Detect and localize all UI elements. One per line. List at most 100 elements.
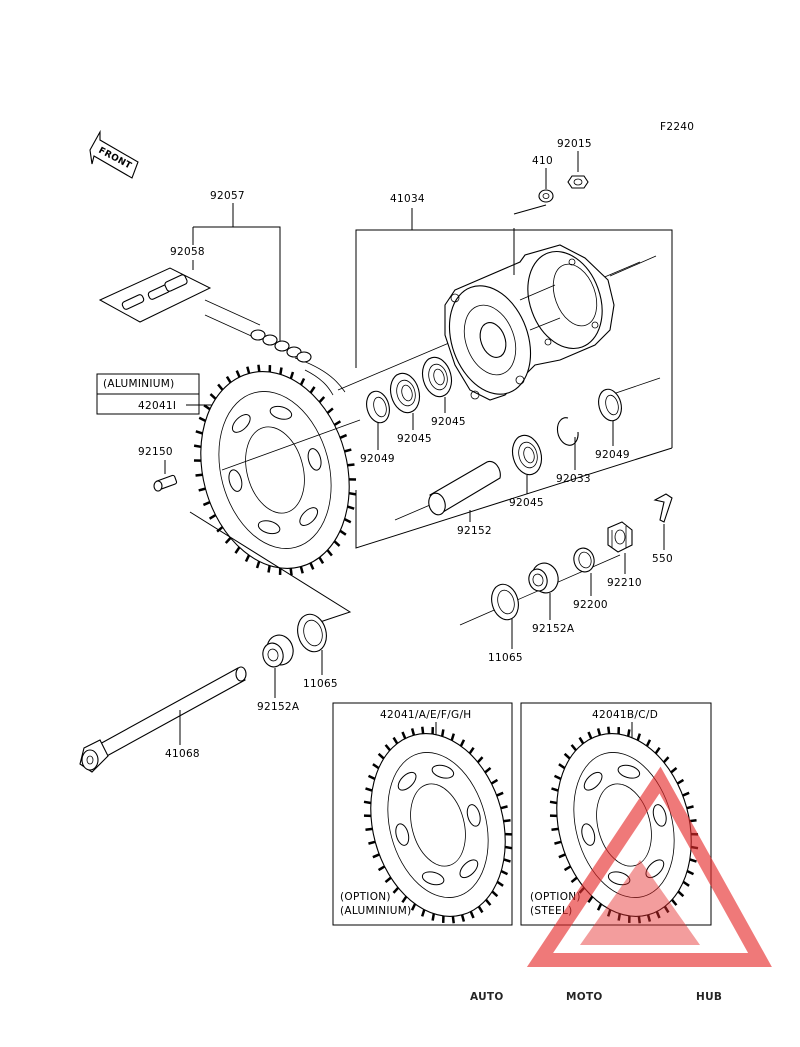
sprocket-tooth bbox=[365, 827, 373, 831]
watermark-moto: MOTO bbox=[566, 991, 603, 1003]
sprocket-hole bbox=[645, 859, 665, 879]
sprocket-hole bbox=[607, 871, 631, 886]
washer-92200 bbox=[573, 547, 595, 573]
sprocket-tooth bbox=[339, 433, 348, 439]
watermark-auto: AUTO bbox=[470, 991, 504, 1003]
sprocket-tooth bbox=[485, 898, 492, 906]
washer-410 bbox=[538, 189, 554, 203]
sprocket-tooth bbox=[459, 739, 466, 747]
seal-92049-right bbox=[598, 388, 622, 422]
option-aluminium-part: 42041/A/E/F/G/H bbox=[380, 709, 471, 721]
label-92200: 92200 bbox=[573, 599, 608, 611]
watermark-hub: HUB bbox=[696, 991, 722, 1003]
label-92049-right: 92049 bbox=[595, 449, 630, 461]
sprocket-tooth bbox=[563, 865, 572, 872]
sprocket-hole bbox=[466, 804, 481, 827]
sprocket-tooth bbox=[193, 444, 202, 449]
sprocket-hole bbox=[395, 823, 410, 846]
sprocket-tooth bbox=[255, 560, 261, 569]
sprocket-tooth bbox=[503, 819, 511, 823]
sprocket-tooth bbox=[468, 746, 475, 755]
sprocket-tooth bbox=[476, 756, 484, 764]
sprocket-hole bbox=[459, 859, 479, 879]
option-aluminium-box bbox=[332, 702, 513, 926]
sprocket-tooth bbox=[202, 501, 211, 507]
bolt-92150 bbox=[153, 474, 178, 492]
sprocket-tooth bbox=[491, 890, 499, 898]
sprocket-tooth bbox=[225, 375, 232, 384]
bearing-92045-a bbox=[389, 372, 421, 414]
sprocket-tooth bbox=[460, 914, 466, 922]
sprocket-tooth bbox=[451, 916, 455, 924]
sprocket-tooth bbox=[578, 736, 585, 745]
label-92210: 92210 bbox=[607, 577, 642, 589]
sprocket-tooth bbox=[299, 566, 304, 574]
front-arrow-icon: FRONT bbox=[89, 129, 139, 179]
sprocket-tooth bbox=[198, 487, 206, 492]
sprocket-42041I bbox=[193, 364, 357, 576]
sprocket-hole bbox=[431, 764, 455, 779]
sprocket-tooth bbox=[318, 556, 325, 565]
sprocket-tooth bbox=[662, 756, 670, 764]
sprocket-tooth bbox=[246, 366, 251, 374]
label-92015: 92015 bbox=[557, 138, 592, 150]
sprocket-tooth bbox=[208, 514, 217, 520]
collar-92152A-left bbox=[262, 634, 294, 668]
sprocket-tooth bbox=[686, 805, 694, 810]
sprocket-tooth bbox=[195, 430, 203, 435]
label-11065-left: 11065 bbox=[303, 678, 338, 690]
sprocket-tooth bbox=[570, 876, 578, 884]
sprocket-tooth bbox=[554, 840, 562, 845]
label-41034: 41034 bbox=[390, 193, 425, 205]
seal-11065-left bbox=[297, 613, 327, 653]
collar-92152 bbox=[428, 460, 501, 516]
sprocket-tooth bbox=[299, 377, 306, 386]
sprocket-hole bbox=[421, 871, 445, 886]
sprocket-hole bbox=[652, 804, 667, 827]
sprocket-tooth bbox=[309, 562, 315, 570]
sprocket-tooth bbox=[392, 886, 400, 894]
sprocket-tooth bbox=[626, 729, 631, 737]
label-92033: 92033 bbox=[556, 473, 591, 485]
sprocket-tooth bbox=[677, 890, 685, 898]
hub-41034 bbox=[444, 244, 615, 401]
option-steel-part: 42041B/C/D bbox=[592, 709, 658, 721]
sprocket-tooth bbox=[244, 554, 251, 563]
option-aluminium-line2: (ALUMINIUM) bbox=[340, 905, 412, 917]
sprocket-tooth bbox=[421, 726, 425, 734]
sprocket-tooth bbox=[209, 393, 217, 400]
sprocket-tooth bbox=[551, 787, 559, 792]
sprocket-tooth bbox=[607, 726, 611, 734]
label-92152A-right: 92152A bbox=[532, 623, 575, 635]
bearing-92045-c bbox=[511, 434, 543, 476]
sprocket-tooth bbox=[500, 869, 509, 876]
castle-nut-92210 bbox=[607, 521, 633, 553]
sprocket-tooth bbox=[217, 383, 224, 391]
collar-92152A-right bbox=[528, 562, 559, 594]
label-92045-c: 92045 bbox=[509, 497, 544, 509]
sprocket-tooth bbox=[431, 913, 436, 921]
sprocket-tooth bbox=[558, 853, 566, 859]
sprocket-tooth bbox=[195, 473, 203, 477]
cotter-pin-550 bbox=[653, 493, 673, 523]
label-42041I: 42041I bbox=[138, 400, 176, 412]
sprocket-tooth bbox=[344, 448, 352, 453]
label-92152: 92152 bbox=[457, 525, 492, 537]
sprocket-tooth bbox=[676, 778, 685, 785]
label-550: 550 bbox=[652, 553, 673, 565]
sprocket-hole bbox=[231, 414, 251, 433]
sprocket-tooth bbox=[279, 367, 283, 375]
sprocket-tooth bbox=[637, 916, 641, 924]
sprocket-tooth bbox=[198, 416, 207, 422]
diagram-code: F2240 bbox=[660, 121, 694, 133]
sprocket-tooth bbox=[372, 853, 380, 859]
sprocket-tooth bbox=[587, 731, 593, 739]
aluminium-tag: (ALUMINIUM) bbox=[103, 378, 175, 390]
sprocket-hole bbox=[307, 448, 322, 471]
sprocket-tooth bbox=[645, 739, 652, 747]
sprocket-tooth bbox=[671, 898, 678, 906]
sprocket-tooth bbox=[289, 371, 295, 380]
sprocket-hole bbox=[583, 771, 603, 791]
sprocket-tooth bbox=[549, 800, 558, 805]
option-steel-line2: (STEEL) bbox=[530, 905, 573, 917]
